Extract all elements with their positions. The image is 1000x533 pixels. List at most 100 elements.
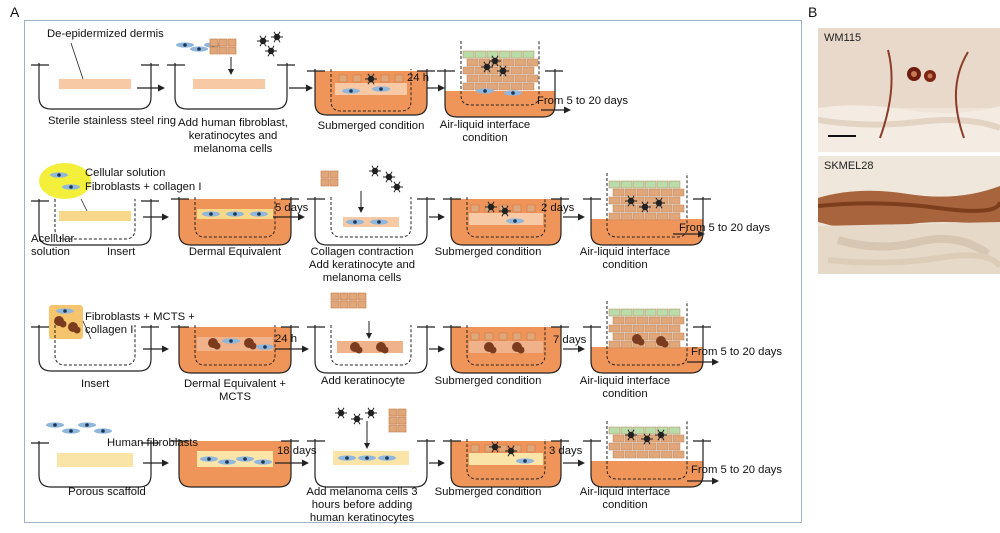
r4-s5-epidermis-cell xyxy=(672,450,685,459)
r2-s5-epidermis-cell xyxy=(660,188,673,197)
r3-s5-epidermis-cell xyxy=(672,316,685,325)
r2-s5-epidermis-cell xyxy=(632,180,645,189)
r2-s1-well xyxy=(38,199,152,246)
r1-s4-epidermis-cell xyxy=(522,66,535,75)
r3-s4-a-mcts-lobe xyxy=(489,346,497,354)
r2-s4-a-melanoma-dendrite xyxy=(490,206,495,213)
panel-label-b: B xyxy=(808,4,818,20)
r4-s5-epidermis-cell xyxy=(656,442,669,451)
r2-s5-b-melanoma-dendrite xyxy=(641,206,646,213)
r3-s5-epidermis-cell xyxy=(608,324,621,333)
r1-s4-b-fibroblast-nucleus xyxy=(511,91,515,95)
r3-s3-5-keratinocyte xyxy=(339,300,349,309)
label-duration-1: From 5 to 20 days xyxy=(537,95,629,107)
r3-s5-epidermis-cell xyxy=(656,308,669,317)
r2-s3-b-fibroblast-nucleus xyxy=(377,220,381,224)
r2-s3-a-melanoma-dendrite xyxy=(371,165,376,172)
r3-s2-a-mcts-lobe xyxy=(213,342,221,350)
r4-s5-epidermis-cell xyxy=(644,442,657,451)
r4-s5-epidermis-cell xyxy=(632,426,645,435)
label-fibroblasts-mcts: Fibroblasts + MCTS + collagen I xyxy=(85,311,195,336)
r1-s2-b-melanoma-dendrite xyxy=(273,31,278,38)
r3-s3-2-keratinocyte xyxy=(348,292,358,301)
r1-s4-a-fibroblast-nucleus xyxy=(483,89,487,93)
r2-s4-top-3-keratinocyte xyxy=(512,204,522,213)
r1-s4-b-melanoma-dendrite xyxy=(502,65,507,72)
r3-s4-b-mcts-lobe xyxy=(517,346,525,354)
r1-s4-c-melanoma-dendrite xyxy=(494,55,499,62)
r2-s4-a-melanoma-dendrite xyxy=(487,206,492,213)
r1-s2-c-melanoma-dendrite xyxy=(270,50,275,57)
r2-s5-a-melanoma-dendrite xyxy=(630,195,635,202)
r3-s3-3-keratinocyte xyxy=(357,292,367,301)
r4-s2-3-fibroblast-nucleus xyxy=(261,460,265,464)
r4-s3-a-melanoma-dendrite xyxy=(337,412,342,419)
r3-arrow-2-head xyxy=(302,345,309,353)
r1-s2-a-melanoma-dendrite xyxy=(259,40,264,47)
r3-s4-top-3-keratinocyte xyxy=(512,332,522,341)
r2-s3-b-melanoma-dendrite xyxy=(385,176,390,183)
r2-s5-well xyxy=(590,197,704,246)
r3-s5-epidermis-cell xyxy=(636,316,649,325)
r2-s5-epidermis-cell xyxy=(624,188,637,197)
r4-s5-epidermis-cell xyxy=(636,450,649,459)
r3-s3-a-mcts-lobe xyxy=(355,346,363,354)
r1-s4-epidermis-cell xyxy=(526,58,539,67)
r1-s2-well xyxy=(174,63,288,110)
r1-arrow-1-head xyxy=(158,84,165,92)
r2-s3-c-melanoma-dendrite xyxy=(396,186,401,193)
r2-s5-epidermis-cell xyxy=(644,180,657,189)
r2-s5-epidermis-cell xyxy=(612,204,625,213)
r2-s5-epidermis-cell xyxy=(620,212,633,221)
r3-s5-well xyxy=(590,325,704,374)
r3-s4-top-2-keratinocyte xyxy=(498,332,508,341)
r1-s4-c-melanoma-dendrite xyxy=(491,55,496,62)
r1-s4-epidermis-cell xyxy=(486,50,499,59)
label-time-18days: 18 days xyxy=(277,445,317,457)
r2-s4-a-melanoma-dendrite xyxy=(487,201,492,208)
r3-s4-top-0-keratinocyte xyxy=(470,332,480,341)
label-insert-2: Insert xyxy=(107,246,136,258)
r1-s4-epidermis-cell xyxy=(502,74,515,83)
r3-s1-well xyxy=(38,325,152,372)
r2-s3-a-melanoma-dendrite xyxy=(374,165,379,172)
r3-s5-insert xyxy=(606,301,688,366)
r4-s5-epidermis-cell xyxy=(608,442,621,451)
micrograph-label-wm115: WM115 xyxy=(824,32,862,44)
r1-s4-medium xyxy=(445,91,555,117)
r3-s3-4-keratinocyte xyxy=(330,300,340,309)
r1-s4-epidermis-cell xyxy=(462,50,475,59)
r3-arrow-5-head xyxy=(712,358,719,366)
r3-s5-epidermis-cell xyxy=(644,324,657,333)
r3-arrow-3-head xyxy=(438,345,445,353)
r2-s5-epidermis-cell xyxy=(644,212,657,221)
r4-s4-fibroblast-nucleus xyxy=(523,459,527,463)
r1-s4-insert xyxy=(460,41,540,106)
r1-s4-c-melanoma-dendrite xyxy=(491,60,496,67)
r4-s4-b-melanoma-dendrite xyxy=(507,450,512,457)
label-ali-4: Air-liquid interface condition xyxy=(579,486,671,511)
r1-s2-2-keratinocyte xyxy=(227,38,237,47)
label-duration-2: From 5 to 20 days xyxy=(679,222,771,234)
r1-s4-epidermis-cell xyxy=(462,66,475,75)
r3-s5-epidermis-cell xyxy=(612,332,625,341)
r1-s4-epidermis-cell xyxy=(474,66,487,75)
r4-s4-b-melanoma-dendrite xyxy=(510,445,515,452)
r2-s4-b-melanoma-dendrite xyxy=(504,205,509,212)
r4-s4-a-melanoma-dendrite xyxy=(494,441,499,448)
label-de-epidermized-dermis: De-epidermized dermis xyxy=(47,28,164,40)
r1-s4-a-melanoma-dendrite xyxy=(483,61,488,68)
r1-s4-epidermis-cell xyxy=(498,82,511,91)
r3-s2-well xyxy=(178,325,292,374)
r4-s2-1-fibroblast-nucleus xyxy=(225,460,229,464)
r3-s3-7-keratinocyte xyxy=(357,300,367,309)
r2-s5-epidermis-cell xyxy=(656,212,669,221)
r3-s4-insert xyxy=(466,325,546,366)
r2-s3-2-keratinocyte xyxy=(320,178,330,187)
r2-s5-epidermis-cell xyxy=(636,188,649,197)
r3-s3-6-keratinocyte xyxy=(348,300,358,309)
r4-s3-b-melanoma-dendrite xyxy=(353,418,358,425)
r4-s2-scaffold xyxy=(197,451,273,467)
r1-s2-3-keratinocyte xyxy=(209,46,219,55)
r1-s3-top-4-keratinocyte xyxy=(394,74,404,83)
